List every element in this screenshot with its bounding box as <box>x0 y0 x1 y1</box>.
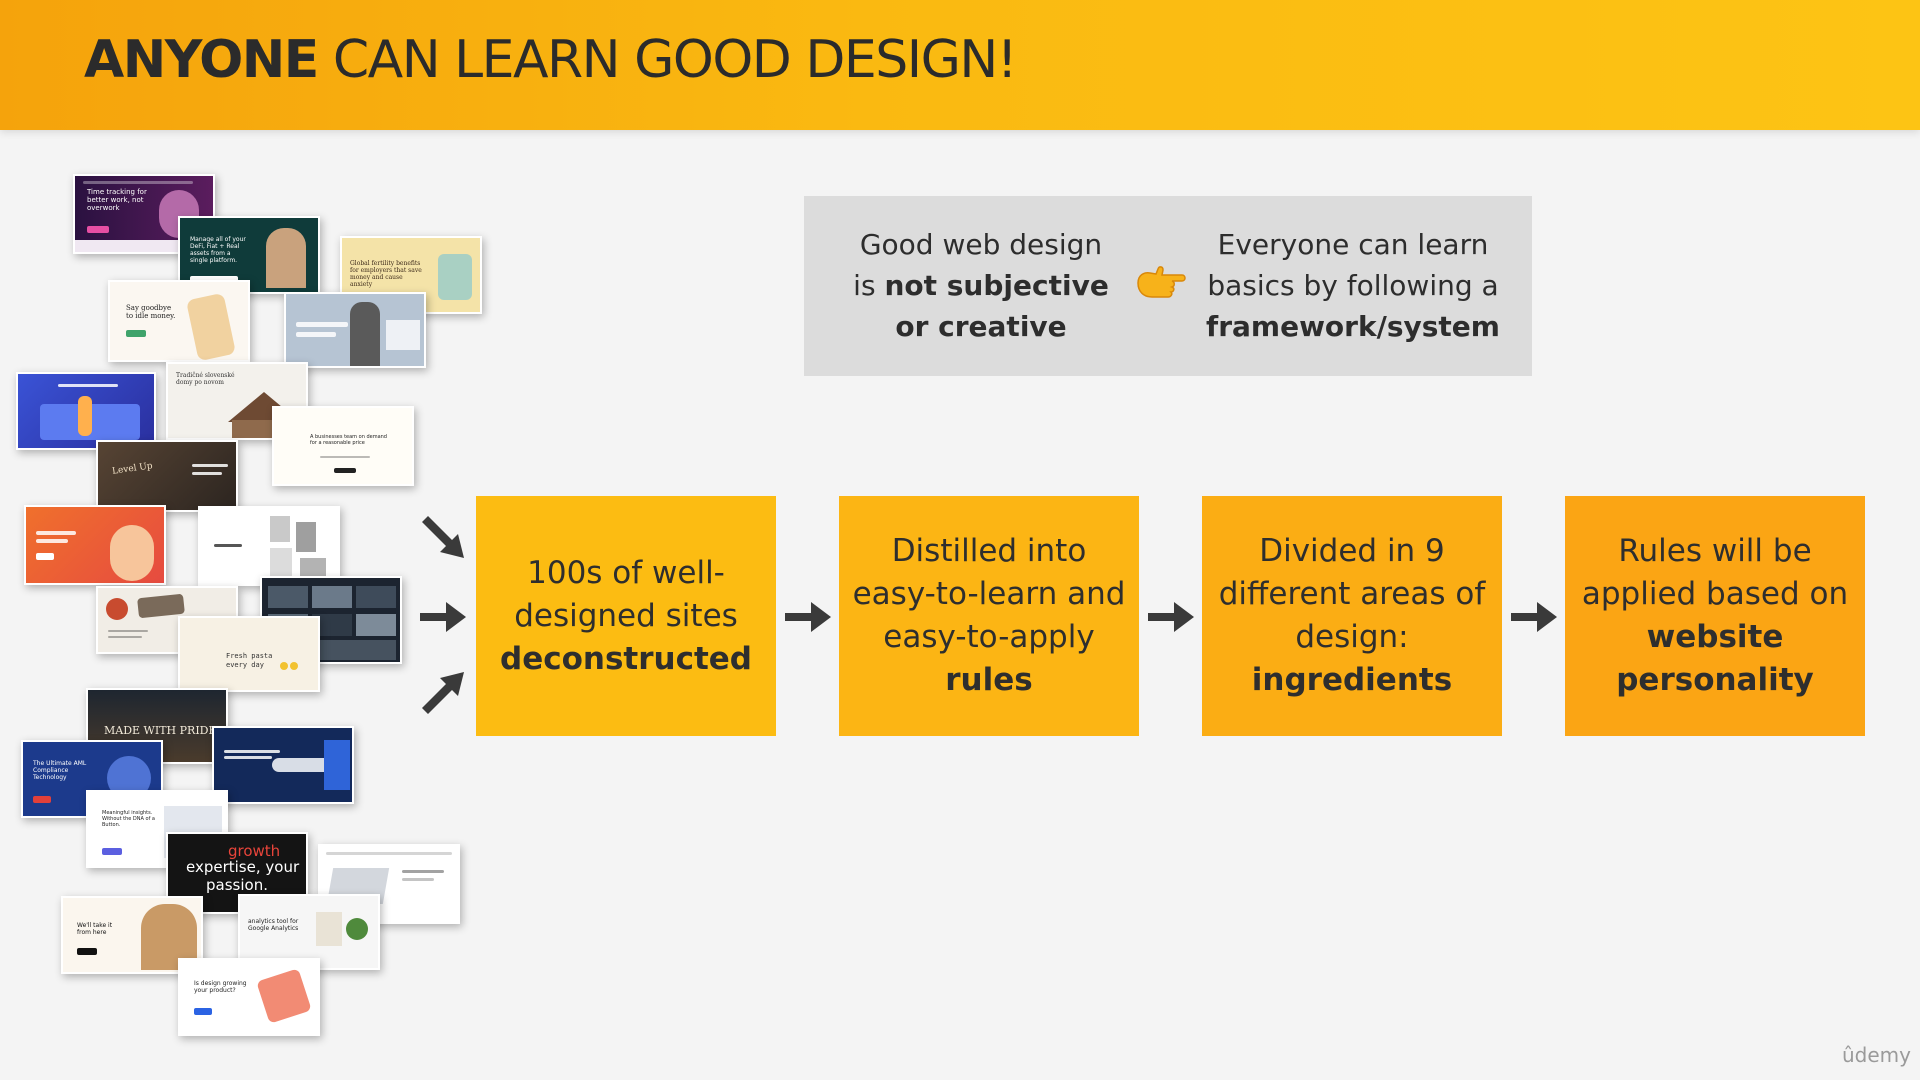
website-thumbnail <box>24 505 166 585</box>
step3-bold: ingredients <box>1252 659 1452 702</box>
step1-bold: deconstructed <box>500 638 752 681</box>
arrow-up-right-icon <box>422 672 464 714</box>
step2-bold: rules <box>945 659 1032 702</box>
info-right-line3: framework/system <box>1188 306 1518 347</box>
info-left-line2-bold: not subjective <box>884 269 1109 302</box>
info-left-text: Good web design is not subjective or cre… <box>826 224 1136 347</box>
title-bold-word: ANYONE <box>84 30 319 90</box>
title-banner: ANYONE CAN LEARN GOOD DESIGN! <box>0 0 1920 130</box>
arrow-right-icon <box>1148 602 1194 632</box>
step4-bold1: website <box>1647 616 1784 659</box>
info-right-line3-bold: framework/system <box>1206 310 1500 343</box>
info-left-line2-plain: is <box>853 269 885 302</box>
step3-line1: Divided in 9 <box>1259 533 1445 569</box>
website-thumbnail: We'll take it from here <box>61 896 203 974</box>
info-left-line1: Good web design <box>859 228 1103 261</box>
step4-bold2: personality <box>1616 659 1814 702</box>
info-right-line2: basics by following a <box>1207 269 1499 302</box>
step3-bold-text: ingredients <box>1251 662 1453 698</box>
thumb-text: Global fertility benefits for employers … <box>350 260 422 288</box>
thumb-text: The Ultimate AML Compliance Technology <box>33 760 87 781</box>
step1-line1: 100s of well- <box>527 554 725 591</box>
website-thumbnail <box>284 292 426 368</box>
info-left-line3: or creative <box>826 306 1136 347</box>
arrow-right-icon <box>785 602 831 632</box>
step-deconstructed: 100s of well- designed sites deconstruct… <box>476 496 776 736</box>
thumb-text: Tradičné slovenské domy po novom <box>176 372 235 386</box>
step2-bold-text: rules <box>945 662 1033 698</box>
thumb-text-expertise: expertise, your <box>186 858 300 876</box>
thumb-text: Level Up <box>111 461 154 477</box>
step4-bold1-text: website <box>1646 619 1784 655</box>
info-left-line3-bold: or creative <box>895 310 1067 343</box>
thumb-text: Meaningful insights. Without the DNA of … <box>102 810 155 828</box>
step2-line3: easy-to-apply <box>883 619 1095 655</box>
info-right-line1: Everyone can learn <box>1217 228 1489 261</box>
udemy-watermark: ûdemy <box>1842 1043 1911 1067</box>
step1-bold-text: deconstructed <box>500 640 752 677</box>
website-thumbnail: Fresh pasta every day <box>178 616 320 692</box>
info-box: Good web design is not subjective or cre… <box>804 196 1532 376</box>
thumb-text-passion: passion. <box>206 876 268 894</box>
thumb-text: A businesses team on demand for a reason… <box>310 434 387 446</box>
info-left-line2: is not subjective <box>826 265 1136 306</box>
website-thumbnail <box>16 372 156 450</box>
website-thumbnail: Time tracking for better work, not overw… <box>73 174 215 254</box>
title-rest: CAN LEARN GOOD DESIGN! <box>317 30 1018 90</box>
step2-line2: easy-to-learn and <box>852 576 1126 612</box>
thumb-text: Fresh pasta every day <box>226 652 273 669</box>
website-thumbnail <box>212 726 354 804</box>
thumb-text: MADE WITH PRIDE <box>104 724 217 737</box>
thumb-text: Manage all of your DeFi, Fiat + Real ass… <box>190 236 246 264</box>
step4-bold2-text: personality <box>1616 662 1814 698</box>
arrow-down-right-icon <box>422 516 464 558</box>
thumb-text: We'll take it from here <box>77 922 113 936</box>
step3-line3: design: <box>1295 619 1409 655</box>
arrow-right-icon <box>1511 602 1557 632</box>
arrow-right-icon <box>420 602 466 632</box>
step4-line2: applied based on <box>1581 576 1849 612</box>
website-thumbnail <box>198 506 340 586</box>
step2-line1: Distilled into <box>891 533 1087 569</box>
info-right-text: Everyone can learn basics by following a… <box>1188 224 1518 347</box>
website-thumbnail: Is design growing your product? <box>178 958 320 1036</box>
page-title: ANYONE CAN LEARN GOOD DESIGN! <box>84 30 1018 90</box>
thumb-text: analytics tool for Google Analytics <box>248 918 299 932</box>
pointing-hand-icon <box>1137 266 1186 298</box>
thumb-text: Time tracking for better work, not overw… <box>87 188 147 212</box>
website-thumbnail: Level Up <box>96 440 238 512</box>
thumb-text: Say goodbye to idle money. <box>126 304 176 320</box>
step-rules: Distilled into easy-to-learn and easy-to… <box>839 496 1139 736</box>
thumb-text: Is design growing your product? <box>194 980 247 994</box>
website-thumbnail: Say goodbye to idle money. <box>108 280 250 362</box>
thumb-text-growth: growth <box>228 842 281 860</box>
step1-line2: designed sites <box>514 597 738 634</box>
step-personality: Rules will be applied based on website p… <box>1565 496 1865 736</box>
step4-line1: Rules will be <box>1618 533 1812 569</box>
step3-line2: different areas of <box>1218 576 1486 612</box>
step-ingredients: Divided in 9 different areas of design: … <box>1202 496 1502 736</box>
website-thumbnail: A businesses team on demand for a reason… <box>272 406 414 486</box>
